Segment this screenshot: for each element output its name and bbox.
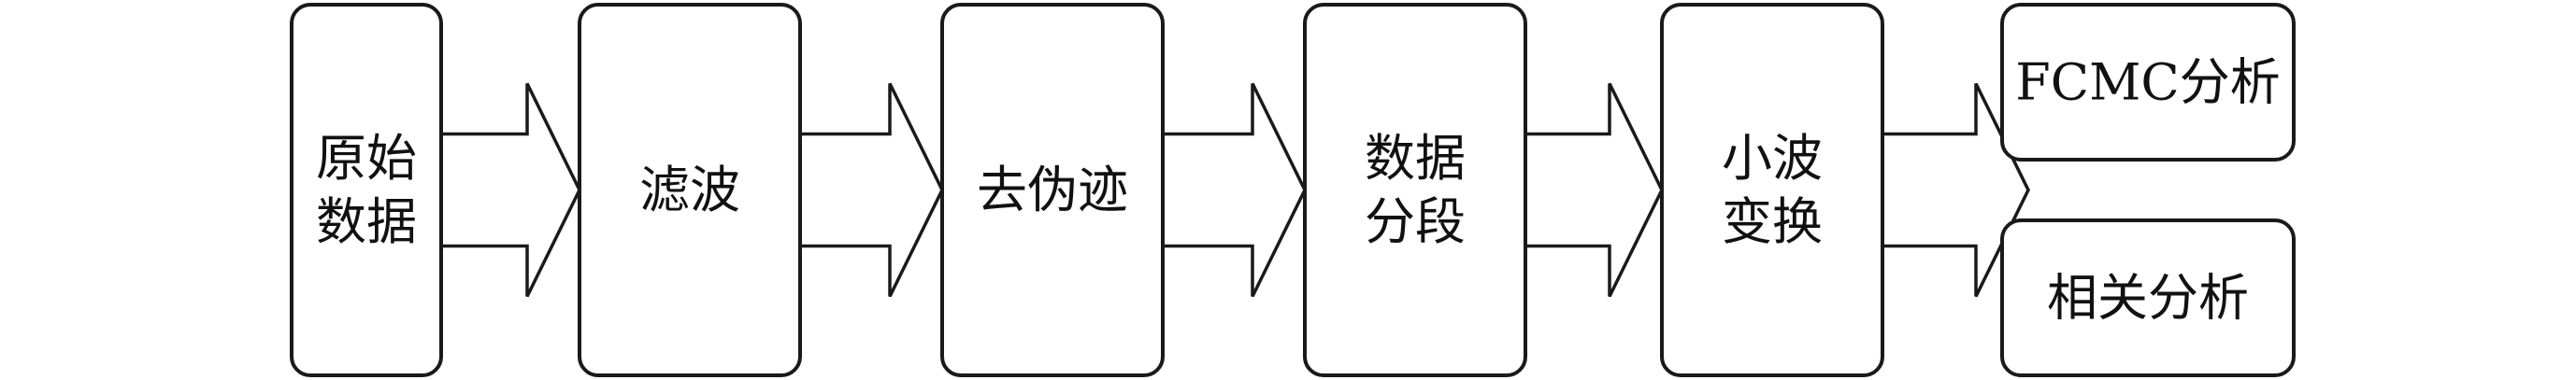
node-raw-data-box bbox=[290, 3, 443, 377]
arrow-raw-data-to-filtering bbox=[439, 82, 581, 298]
node-filtering-label-1: 滤波 bbox=[639, 161, 740, 219]
node-correlation-analysis-label-1: 相关分析 bbox=[2047, 269, 2249, 328]
node-fcmc-analysis-box bbox=[2000, 3, 2296, 162]
node-fcmc-analysis-label-1: FCMC分析 bbox=[2015, 53, 2280, 112]
node-wavelet-transform-box bbox=[1660, 3, 1884, 377]
node-filtering-box bbox=[578, 3, 802, 377]
node-artifact-removal: 去伪迹 bbox=[940, 3, 1165, 377]
node-raw-data-label-1: 原始 bbox=[316, 129, 417, 188]
node-fcmc-analysis: FCMC分析 bbox=[2000, 3, 2296, 162]
node-raw-data-label-2: 数据 bbox=[316, 192, 417, 251]
node-artifact-removal-box bbox=[940, 3, 1165, 377]
node-data-segmentation-label-1: 数据 bbox=[1365, 129, 1466, 188]
node-artifact-removal-label-1: 去伪迹 bbox=[977, 161, 1128, 219]
node-wavelet-transform-label-2: 变换 bbox=[1722, 192, 1823, 251]
arrow-data-segmentation-to-wavelet-transform bbox=[1524, 82, 1664, 298]
node-data-segmentation-label-2: 分段 bbox=[1365, 192, 1466, 251]
node-wavelet-transform-label-1: 小波 bbox=[1722, 129, 1823, 188]
node-correlation-analysis-box bbox=[2000, 218, 2296, 377]
node-filtering: 滤波 bbox=[578, 3, 802, 377]
arrow-artifact-removal-to-data-segmentation bbox=[1161, 82, 1307, 298]
arrows-layer bbox=[439, 82, 2030, 298]
node-data-segmentation-box bbox=[1303, 3, 1527, 377]
nodes-layer: 原始数据滤波去伪迹数据分段小波变换FCMC分析相关分析 bbox=[290, 3, 2296, 377]
arrow-filtering-to-artifact-removal bbox=[798, 82, 944, 298]
node-correlation-analysis: 相关分析 bbox=[2000, 218, 2296, 377]
